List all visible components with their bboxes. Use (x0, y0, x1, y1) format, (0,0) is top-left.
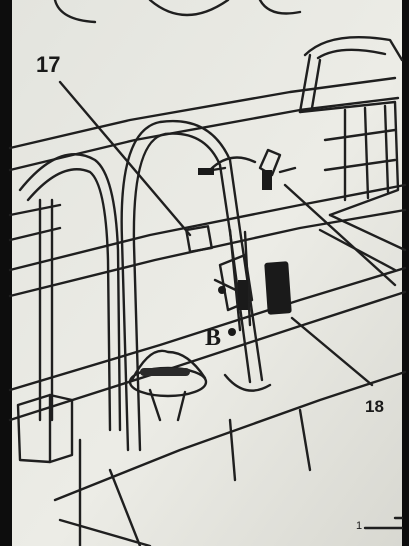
callout-17: 17 (36, 52, 61, 77)
component-fills (140, 168, 292, 376)
callout-point-b: B (205, 325, 222, 351)
photo-border-right (402, 0, 409, 546)
line-art (8, 0, 407, 546)
photo-border-left (0, 0, 12, 546)
callout-18: 18 (365, 397, 384, 416)
corner-scale-mark: 1 (356, 520, 363, 532)
paper-sheet (10, 0, 404, 546)
